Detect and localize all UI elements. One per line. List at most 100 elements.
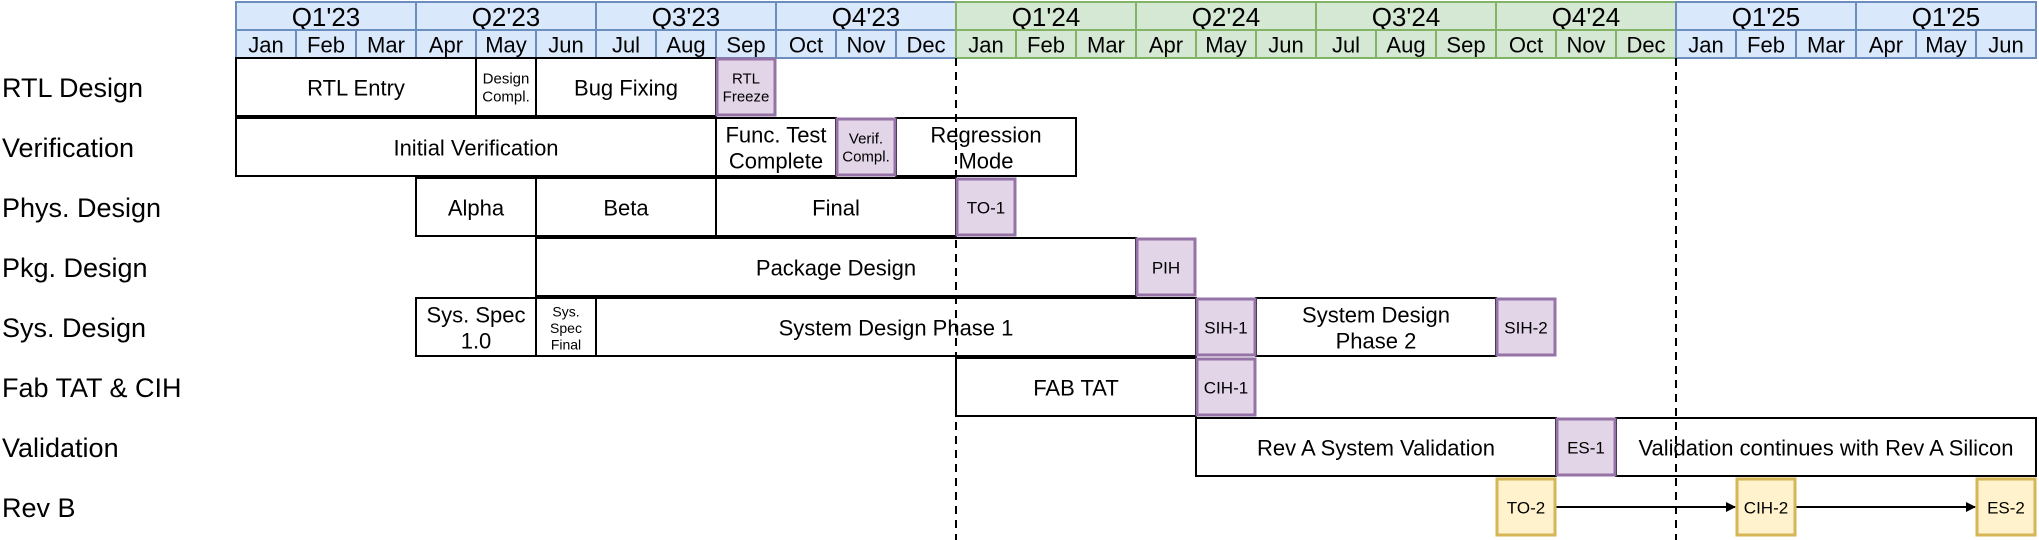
task-label: Compl. [482, 88, 530, 105]
milestone-label: PIH [1152, 259, 1180, 278]
quarter-cell [1855, 1, 2037, 31]
milestone-box [835, 117, 897, 177]
milestone-box [1735, 477, 1797, 537]
row-label: Rev B [2, 493, 76, 523]
task-label: Final [812, 196, 860, 221]
milestone-box [1195, 357, 1257, 417]
task-label: Beta [603, 196, 649, 221]
month-label: May [1925, 33, 1967, 58]
milestone-box [1495, 297, 1557, 357]
month-label: May [1205, 33, 1247, 58]
milestone-label: ES-2 [1987, 499, 2025, 518]
month-label: Sep [1446, 33, 1485, 58]
milestone-label: RTL [732, 71, 760, 88]
task-bar [535, 297, 597, 357]
month-label: Jan [1688, 33, 1723, 58]
month-label: Apr [1869, 33, 1903, 58]
milestone-label: Compl. [842, 148, 890, 165]
month-label: Jun [1268, 33, 1303, 58]
task-label: Final [551, 337, 581, 353]
task-label: Phase 2 [1336, 328, 1417, 353]
month-label: Nov [846, 33, 885, 58]
task-label: Alpha [448, 196, 505, 221]
month-label: Oct [1509, 33, 1543, 58]
month-cell [595, 29, 657, 59]
quarter-label: Q1'23 [292, 2, 361, 32]
quarter-label: Q1'25 [1732, 2, 1801, 32]
year-boundary-lines [955, 58, 1677, 540]
month-label: May [485, 33, 527, 58]
milestone-label: ES-1 [1567, 439, 1605, 458]
milestone-label: CIH-1 [1204, 379, 1248, 398]
task-bar [535, 177, 717, 237]
task-bar [955, 357, 1197, 417]
quarter-cell [1495, 1, 1677, 31]
month-label: Jun [548, 33, 583, 58]
task-label: Rev A System Validation [1257, 436, 1495, 461]
month-cell [1195, 29, 1257, 59]
month-label: Jul [1332, 33, 1360, 58]
task-label: Mode [958, 148, 1013, 173]
month-cell [1675, 29, 1737, 59]
task-bar [1195, 417, 1557, 477]
task-label: Design [483, 71, 530, 88]
task-bar [1255, 297, 1497, 357]
month-label: Feb [1027, 33, 1065, 58]
task-bar [535, 57, 717, 117]
month-cell [775, 29, 837, 59]
month-label: Oct [789, 33, 823, 58]
row-label: Pkg. Design [2, 253, 148, 283]
month-label: Jul [612, 33, 640, 58]
row-label: Validation [2, 433, 119, 463]
milestone-box [1195, 297, 1257, 357]
task-bar [895, 117, 1077, 177]
task-label: System Design [1302, 303, 1450, 328]
month-label: Nov [1566, 33, 1605, 58]
task-bar [595, 297, 1197, 357]
task-bar [235, 117, 717, 177]
month-cell [1975, 29, 2037, 59]
month-label: Apr [1149, 33, 1183, 58]
milestone-box [1495, 477, 1557, 537]
task-bar [715, 177, 957, 237]
milestone-box [715, 57, 777, 117]
month-label: Aug [1386, 33, 1425, 58]
month-label: Jan [968, 33, 1003, 58]
month-cell [835, 29, 897, 59]
month-cell [535, 29, 597, 59]
month-label: Dec [906, 33, 945, 58]
task-label: System Design Phase 1 [779, 316, 1014, 341]
task-bar [235, 57, 477, 117]
milestone-box [1135, 237, 1197, 297]
quarter-label: Q3'23 [652, 2, 721, 32]
month-cell [955, 29, 1017, 59]
milestone-label: TO-1 [967, 199, 1005, 218]
milestone-box [1555, 417, 1617, 477]
milestone-label: SIH-2 [1504, 319, 1547, 338]
milestone-label: TO-2 [1507, 499, 1545, 518]
row-label: Fab TAT & CIH [2, 373, 182, 403]
task-label: Regression [930, 123, 1041, 148]
task-bar [535, 237, 1137, 297]
month-cell [715, 29, 777, 59]
month-label: Jun [1988, 33, 2023, 58]
month-cell [1795, 29, 1857, 59]
month-label: Jan [248, 33, 283, 58]
month-label: Apr [429, 33, 463, 58]
quarter-label: Q1'25 [1912, 2, 1981, 32]
task-label: Package Design [756, 256, 916, 281]
quarter-cell [1135, 1, 1317, 31]
row-label: RTL Design [2, 73, 143, 103]
milestone-label: SIH-1 [1204, 319, 1247, 338]
month-cell [1075, 29, 1137, 59]
task-label: Sys. [552, 303, 579, 319]
task-bar [715, 117, 837, 177]
month-label: Sep [726, 33, 765, 58]
task-label: Func. Test [725, 123, 826, 148]
task-label: Initial Verification [393, 136, 558, 161]
milestone-box [1975, 477, 2037, 537]
